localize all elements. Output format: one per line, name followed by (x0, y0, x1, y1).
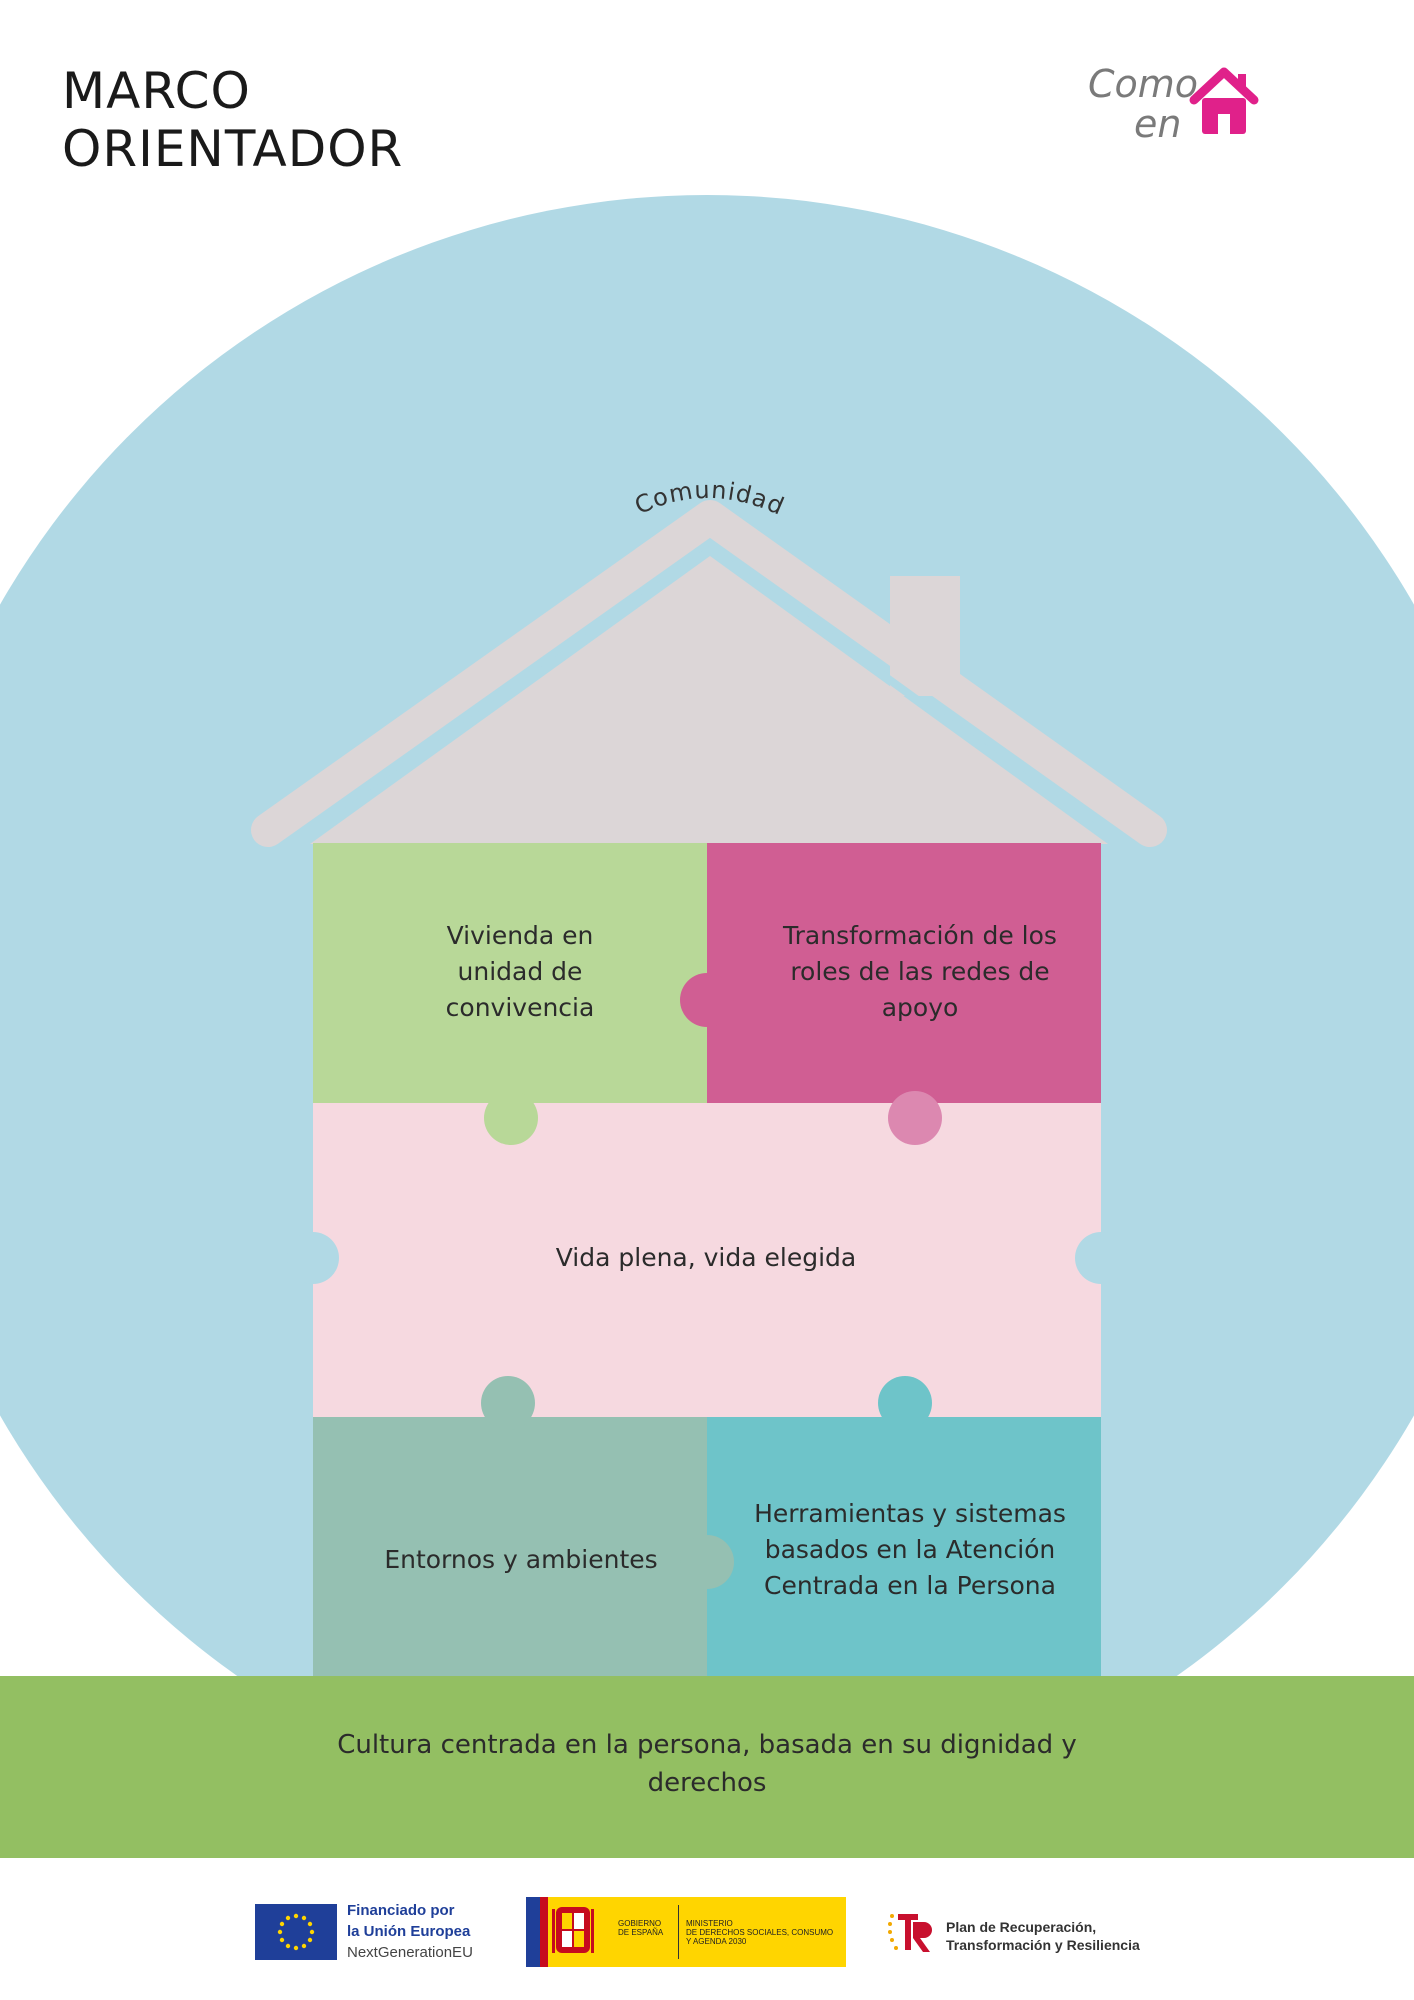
piece-bottom-left (313, 1376, 707, 1677)
page-title: MARCO ORIENTADOR (62, 62, 403, 178)
label-bottom-right: Herramientas y sistemas basados en la At… (754, 1499, 1066, 1600)
gov-line-1: GOBIERNO (618, 1919, 662, 1928)
house-roof (251, 500, 1167, 847)
title-line-2: ORIENTADOR (62, 120, 404, 178)
label-top-right: Transformación de los roles de las redes… (783, 921, 1057, 1022)
recovery-plan-text: Plan de Recuperación, Transformación y R… (946, 1918, 1140, 1954)
gov-separator (678, 1905, 679, 1959)
eu-line-1: Financiado por (347, 1902, 455, 1919)
label-top-left: Vivienda en unidad de convivencia (445, 921, 595, 1022)
plan-line-2: Transformación y Resiliencia (946, 1937, 1140, 1953)
plan-line-1: Plan de Recuperación, (946, 1919, 1097, 1935)
ministry-name: MINISTERIO DE DERECHOS SOCIALES, CONSUMO… (686, 1919, 841, 1946)
como-en-casa-logo: Como en (1088, 62, 1259, 152)
ministry-line-2: DE DERECHOS SOCIALES, CONSUMO (686, 1928, 834, 1937)
piece-bottom-right (680, 1376, 1101, 1677)
eu-line-3: NextGenerationEU (347, 1944, 473, 1961)
community-label-text: Comunidad (631, 476, 788, 521)
eu-line-2: la Unión Europea (347, 1923, 471, 1940)
piece-top-right (680, 843, 1101, 1145)
community-label: Comunidad (631, 476, 789, 521)
label-middle: Vida plena, vida elegida (555, 1243, 857, 1272)
piece-middle (287, 1103, 1127, 1417)
logo-word-como: Como (1088, 62, 1199, 106)
svg-text:Comunidad: Comunidad (631, 476, 789, 521)
title-line-1: MARCO (62, 62, 251, 120)
label-ground: Cultura centrada en la persona, basada e… (337, 1730, 1077, 1798)
ministry-line-3: Y AGENDA 2030 (686, 1937, 747, 1946)
prtr-logo-icon (888, 1914, 932, 1952)
government-logo: GOBIERNO DE ESPAÑA MINISTERIO DE DERECHO… (526, 1897, 846, 1967)
ground-band (0, 1676, 1414, 1858)
eu-flag-icon (255, 1904, 337, 1960)
ministry-line-1: MINISTERIO (686, 1919, 733, 1928)
house-icon (1189, 67, 1259, 134)
gov-name: GOBIERNO DE ESPAÑA (618, 1919, 663, 1937)
label-bottom-left: Entornos y ambientes (384, 1545, 658, 1574)
piece-top-left (313, 843, 707, 1145)
eu-funding-text: Financiado por la Unión Europea NextGene… (347, 1900, 473, 1963)
gov-line-2: DE ESPAÑA (618, 1928, 664, 1937)
logo-word-en: en (1134, 102, 1182, 146)
spain-crest-icon (526, 1897, 594, 1967)
